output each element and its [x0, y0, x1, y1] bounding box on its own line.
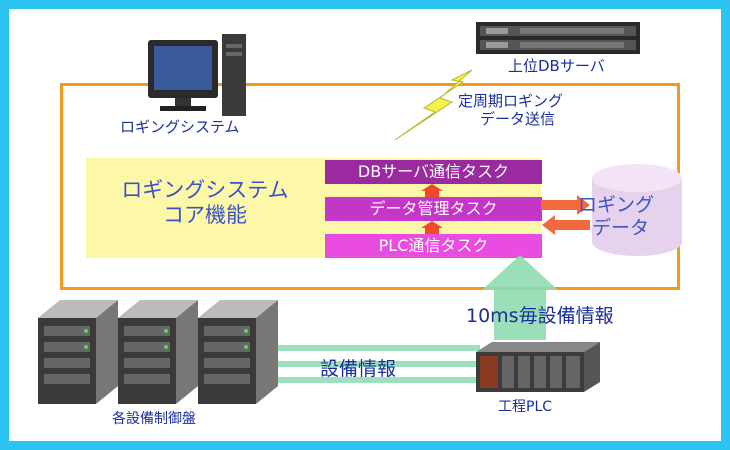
process-plc-label: 工程PLC	[498, 399, 553, 415]
upper-db-server-label: 上位DBサーバ	[508, 57, 605, 75]
equipment-info-label: 設備情報	[320, 358, 397, 380]
task-plc-communication: PLC通信タスク	[325, 234, 542, 258]
periodic-send-label: 定周期ロギング データ送信	[458, 92, 563, 128]
orange-arrow-to-data	[541, 195, 590, 215]
periodic-line2: データ送信	[480, 110, 556, 128]
equipment-info-lines	[275, 345, 480, 383]
logging-data-line2: データ	[592, 217, 650, 239]
logging-data-label: ロギング データ	[578, 194, 654, 240]
control-panels-label: 各設備制御盤	[112, 411, 196, 427]
plc-unit-icon	[476, 342, 600, 392]
server-tower-icon	[118, 300, 198, 404]
core-label-line2: コア機能	[163, 203, 247, 227]
logging-data-line1: ロギング	[578, 194, 655, 216]
task-db-server: DBサーバ通信タスク	[325, 160, 542, 184]
computer-icon	[148, 34, 246, 116]
lightning-icon	[394, 69, 473, 141]
logging-system-label: ロギングシステム	[120, 118, 240, 136]
periodic-line1: 定周期ロギング	[458, 92, 564, 110]
task-data-management: データ管理タスク	[325, 197, 542, 221]
server-tower-icon	[198, 300, 278, 404]
core-function-label: ロギングシステム コア機能	[86, 178, 324, 228]
ten-ms-info-label: 10ms毎設備情報	[466, 305, 614, 327]
green-up-arrow	[482, 255, 558, 340]
orange-arrow-from-data	[542, 215, 590, 235]
task-up-arrow	[421, 221, 443, 234]
server-tower-icon	[38, 300, 118, 404]
database-cylinder-icon	[592, 164, 682, 256]
core-label-line1: ロギングシステム	[121, 178, 289, 202]
task-up-arrow	[421, 184, 443, 197]
rack-server-icon	[476, 22, 640, 54]
